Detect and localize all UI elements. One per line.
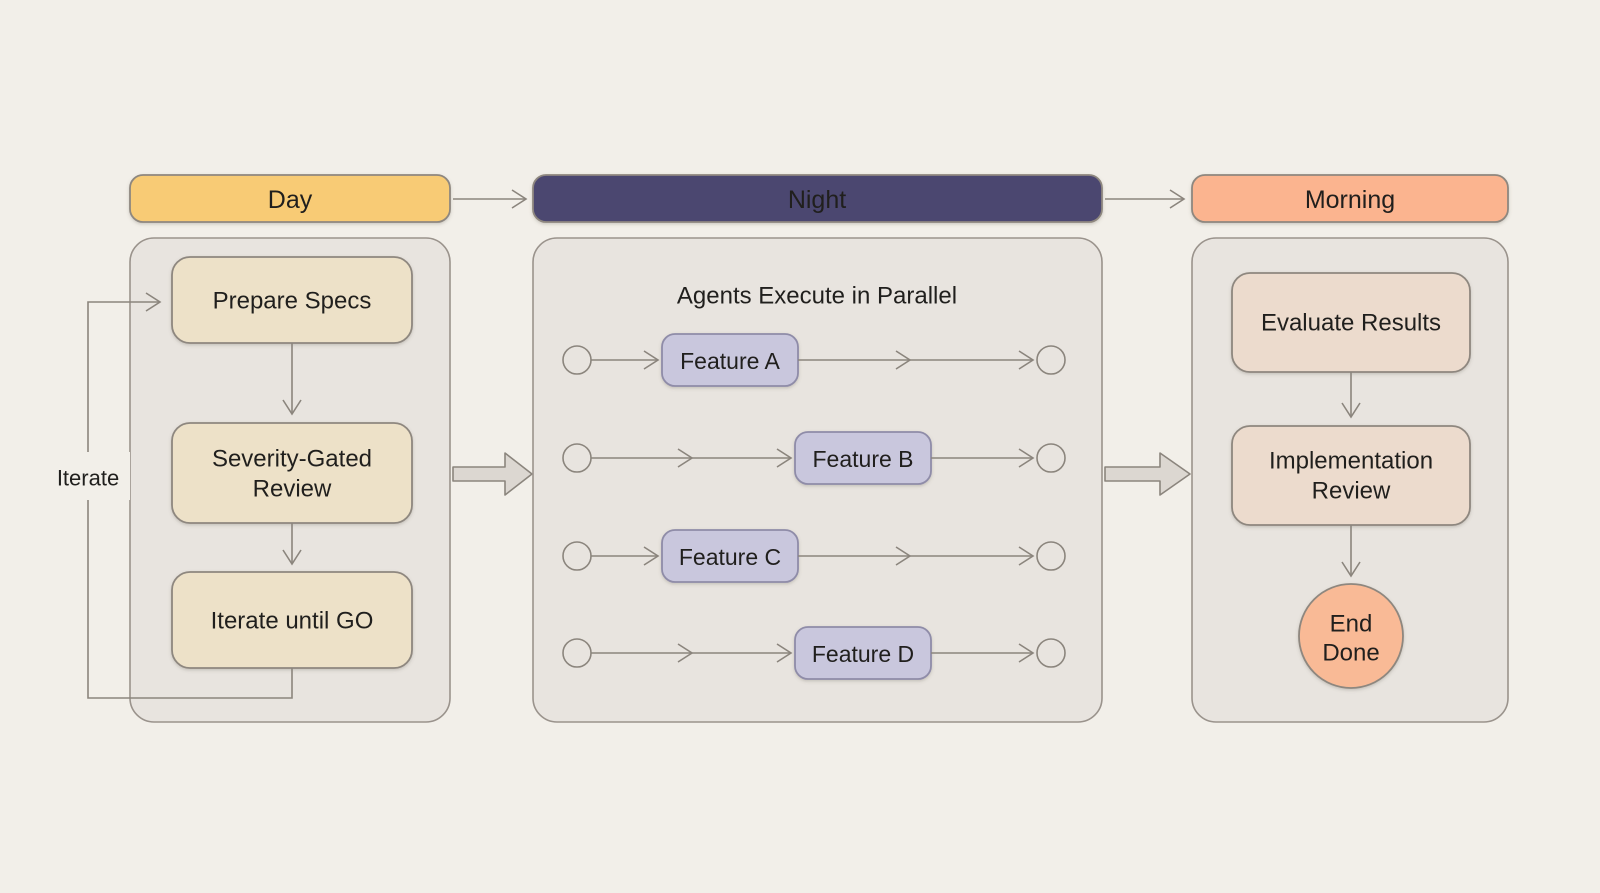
day-panel: Prepare Specs Severity-Gated Review Iter…: [46, 237, 451, 723]
feature-c-label: Feature C: [679, 544, 781, 570]
morning-pill: [1191, 174, 1509, 223]
feature-a-label: Feature A: [680, 348, 780, 374]
feature-d-label: Feature D: [812, 641, 914, 667]
night-panel-title: Agents Execute in Parallel: [677, 283, 957, 310]
iterate-until-go-label: Iterate until GO: [211, 608, 374, 635]
implementation-review-box: [1231, 425, 1471, 526]
morning-pill-label: Morning: [1305, 186, 1395, 214]
implementation-review-label-line1: Implementation: [1269, 448, 1433, 475]
end-done-circle: [1298, 583, 1404, 689]
day-pill: [129, 174, 451, 223]
morning-panel: Evaluate Results Implementation Review E…: [1191, 237, 1509, 723]
track-b-end-circle: [1036, 443, 1066, 473]
phase-headers: Day Night Morning: [129, 174, 1509, 223]
track-feature-d: Feature D: [562, 626, 1066, 680]
track-feature-a: Feature A: [562, 333, 1066, 387]
severity-gated-review-box: [171, 422, 413, 524]
iterate-label: Iterate: [57, 466, 119, 491]
iterate-label-backdrop: [46, 452, 130, 500]
track-feature-b: Feature B: [562, 431, 1066, 485]
severity-gated-review-label-line2: Review: [253, 476, 332, 503]
end-done-label-line2: Done: [1322, 640, 1379, 667]
prepare-specs-label: Prepare Specs: [213, 288, 372, 315]
track-d-end-circle: [1036, 638, 1066, 668]
day-pill-label: Day: [268, 186, 313, 214]
night-pill: [532, 174, 1103, 223]
iterate-loop-arrow: [87, 292, 293, 699]
night-panel: Agents Execute in Parallel Feature A Fea…: [532, 237, 1103, 723]
block-arrow-night-morning: [1104, 452, 1191, 496]
track-feature-c: Feature C: [562, 529, 1066, 583]
evaluate-results-label: Evaluate Results: [1261, 310, 1441, 337]
severity-gated-review-label-line1: Severity-Gated: [212, 446, 372, 473]
track-c-end-circle: [1036, 541, 1066, 571]
night-pill-label: Night: [788, 186, 846, 214]
feature-b-label: Feature B: [813, 446, 914, 472]
end-done-label-line1: End: [1330, 611, 1373, 638]
implementation-review-label-line2: Review: [1312, 478, 1391, 505]
track-a-end-circle: [1036, 345, 1066, 375]
block-arrow-day-night: [452, 452, 533, 496]
